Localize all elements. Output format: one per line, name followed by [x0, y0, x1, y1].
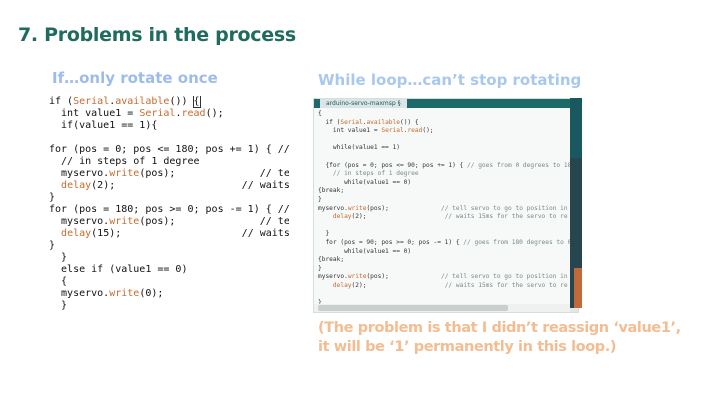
- editor-code-area[interactable]: { if (Serial.available()) { int value1 =…: [314, 108, 575, 306]
- code-line: if (Serial.available()) {: [318, 118, 419, 126]
- code-line: delay(2); // waits 15ms for the servo to…: [332, 281, 568, 289]
- horizontal-scrollbar[interactable]: [314, 304, 570, 312]
- code-line: myservo.write(pos); // tell servo to go …: [318, 204, 576, 212]
- code-line: delay(2); // waits 15ms for the servo to…: [332, 213, 568, 221]
- code-line: if (Serial.available()) {: [49, 96, 201, 108]
- window-edge-strip: [570, 98, 582, 311]
- problem-note: (The problem is that I didn’t reassign ‘…: [318, 319, 698, 357]
- code-line: myservo.write(pos); // tell se: [49, 216, 289, 227]
- code-line: int value1 = Serial.read();: [318, 127, 434, 135]
- scrollbar-corner: [570, 304, 578, 312]
- horizontal-scrollbar-thumb[interactable]: [318, 305, 508, 311]
- code-line: {break;: [318, 256, 345, 264]
- editor-tab-bar: arduino-servo-maxmsp §: [314, 99, 578, 108]
- code-line: delay(2); // waits 15: [61, 180, 289, 191]
- code-line: if(value1 == 1){: [49, 120, 158, 131]
- code-line: delay(15); // waits 1: [61, 228, 289, 239]
- slide-title: 7. Problems in the process: [18, 24, 296, 46]
- code-line: {: [49, 276, 68, 287]
- code-line: myservo.write(0);: [49, 288, 164, 299]
- code-line: int value1 = Serial.read();: [49, 108, 224, 119]
- code-line: }: [318, 264, 322, 272]
- code-line: }: [49, 300, 68, 311]
- code-line: while(value1 == 0): [318, 178, 412, 186]
- code-line: for (pos = 90; pos >= 0; pos -= 1) { // …: [318, 238, 572, 246]
- code-line: }: [49, 252, 68, 263]
- left-subtitle: If…only rotate once: [52, 69, 218, 87]
- code-line: {for (pos = 0; pos <= 90; pos += 1) { //…: [318, 161, 576, 169]
- code-line: }: [318, 230, 330, 238]
- code-line: }: [318, 299, 322, 307]
- arduino-editor-screenshot: arduino-servo-maxmsp § { if (Serial.avai…: [313, 98, 579, 313]
- editor-tab[interactable]: arduino-servo-maxmsp §: [320, 99, 407, 108]
- left-code-block: if (Serial.available()) { int value1 = S…: [49, 96, 289, 312]
- code-line: myservo.write(pos); // tell servo to go …: [318, 273, 576, 281]
- code-line: }: [49, 240, 56, 251]
- code-line: {break;: [318, 187, 345, 195]
- right-subtitle: While loop…can’t stop rotating: [318, 71, 582, 89]
- text-cursor[interactable]: {: [192, 96, 201, 108]
- code-line: // in steps of 1 degree: [49, 156, 200, 167]
- code-line: for (pos = 180; pos >= 0; pos -= 1) { //…: [49, 204, 289, 215]
- code-line: }: [49, 192, 56, 203]
- code-line: }: [318, 195, 322, 203]
- problem-note-line: it will be ‘1’ permanently in this loop.…: [318, 339, 617, 355]
- code-line: while(value1 == 1): [318, 144, 400, 152]
- code-line: while(value1 == 0): [318, 247, 412, 255]
- code-line: {: [318, 110, 322, 117]
- problem-note-line: (The problem is that I didn’t reassign ‘…: [318, 320, 681, 336]
- editor-code-block: { if (Serial.available()) { int value1 =…: [318, 110, 575, 308]
- code-line: else if (value1 == 0): [49, 264, 188, 275]
- code-line: // in steps of 1 degree: [318, 170, 419, 178]
- code-line: for (pos = 0; pos <= 180; pos += 1) { //…: [49, 144, 289, 155]
- code-line: myservo.write(pos); // tell se: [49, 168, 289, 179]
